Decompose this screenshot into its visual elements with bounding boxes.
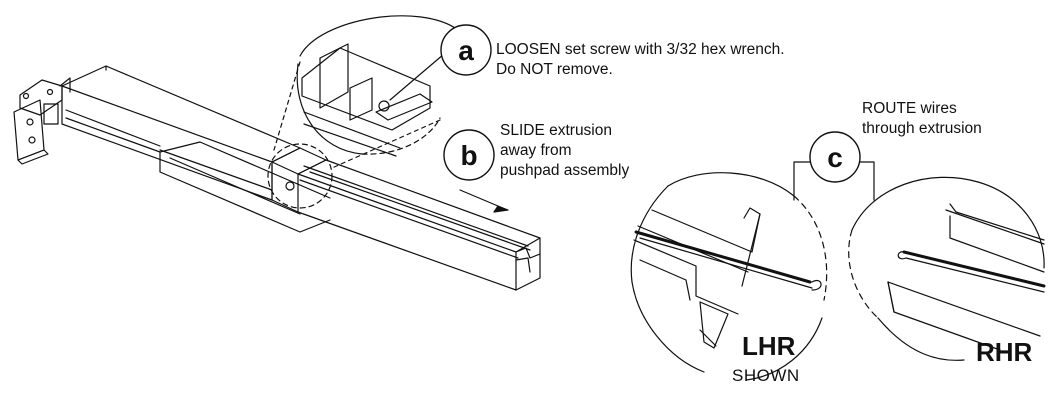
step-b-line-2: away from <box>500 142 572 159</box>
step-c-letter: c <box>827 142 843 173</box>
step-a-line-1: LOOSEN set screw with 3/32 hex wrench. <box>496 41 785 58</box>
step-a-leader <box>389 53 445 101</box>
step-a-text: LOOSEN set screw with 3/32 hex wrench. D… <box>496 40 785 80</box>
step-b-line-1: SLIDE extrusion <box>500 122 612 139</box>
step-a-line-2: Do NOT remove. <box>496 61 613 78</box>
step-c-marker: c <box>809 131 861 183</box>
set-screw-detail <box>267 15 459 209</box>
lhr-label: LHR <box>742 331 796 361</box>
step-b-letter: b <box>460 140 477 171</box>
step-b-marker: b <box>443 129 495 181</box>
arrow-right-icon-head <box>493 205 509 213</box>
lhr-shown-label: SHOWN <box>732 366 800 385</box>
step-b-text: SLIDE extrusion away from pushpad assemb… <box>500 121 629 181</box>
step-c-text: ROUTE wires through extrusion <box>862 99 982 139</box>
pushpad-assembly <box>61 65 331 233</box>
rhr-detail <box>848 176 1046 361</box>
arrow-right-icon <box>459 189 499 207</box>
step-a-letter: a <box>458 35 474 66</box>
step-a-marker: a <box>440 24 492 76</box>
lhr-detail <box>630 172 828 381</box>
step-c-line-1: ROUTE wires <box>862 100 957 117</box>
rhr-label: RHR <box>976 337 1033 367</box>
step-c-bracket <box>793 161 875 201</box>
step-b-line-3: pushpad assembly <box>500 162 630 179</box>
extrusion <box>297 159 541 291</box>
step-c-line-2: through extrusion <box>862 120 982 137</box>
